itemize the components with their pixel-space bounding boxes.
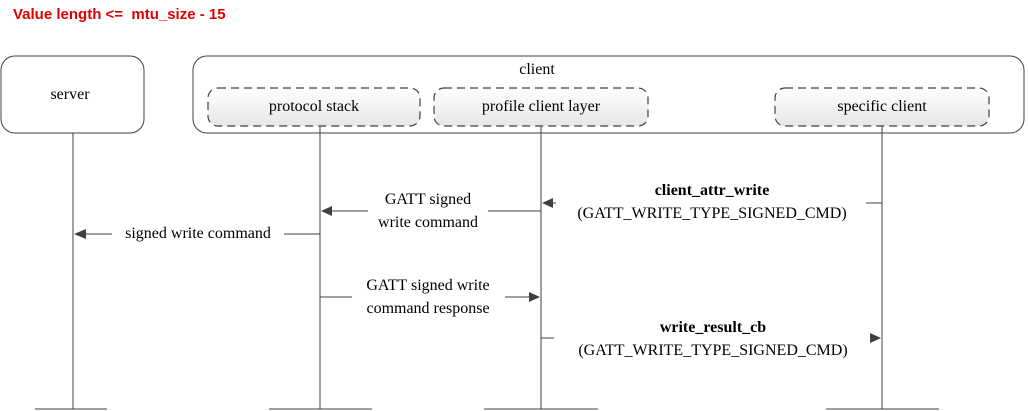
protocol-stack-label: protocol stack	[268, 98, 360, 115]
client-attr-write-arrow	[542, 198, 882, 208]
client-attr-write-label: client_attr_write	[654, 182, 770, 199]
client-label: client	[519, 61, 555, 78]
signed-write-command-label: signed write command	[125, 225, 271, 242]
protocol-stack-box	[207, 87, 421, 127]
gatt-signed-write-command-line2: write command	[378, 214, 478, 231]
gatt-signed-write-response-arrow	[320, 292, 540, 302]
signed-write-command-arrow	[74, 229, 320, 239]
write-result-cb-param: (GATT_WRITE_TYPE_SIGNED_CMD)	[578, 342, 848, 359]
profile-client-layer-label: profile client layer	[481, 98, 601, 115]
gatt-signed-write-response-line1: GATT signed write	[366, 277, 490, 294]
server-label: server	[50, 86, 90, 103]
specific-client-label: specific client	[837, 98, 927, 115]
gatt-signed-write-command-line1: GATT signed	[384, 191, 472, 208]
client-attr-write-param: (GATT_WRITE_TYPE_SIGNED_CMD)	[577, 205, 847, 222]
write-result-cb-arrow	[541, 333, 881, 343]
gatt-signed-write-command-arrow	[321, 206, 541, 216]
write-result-cb-label: write_result_cb	[659, 319, 767, 336]
gatt-signed-write-response-line2: command response	[366, 300, 490, 317]
diagram-heading: Value length <= mtu_size - 15	[13, 6, 226, 23]
